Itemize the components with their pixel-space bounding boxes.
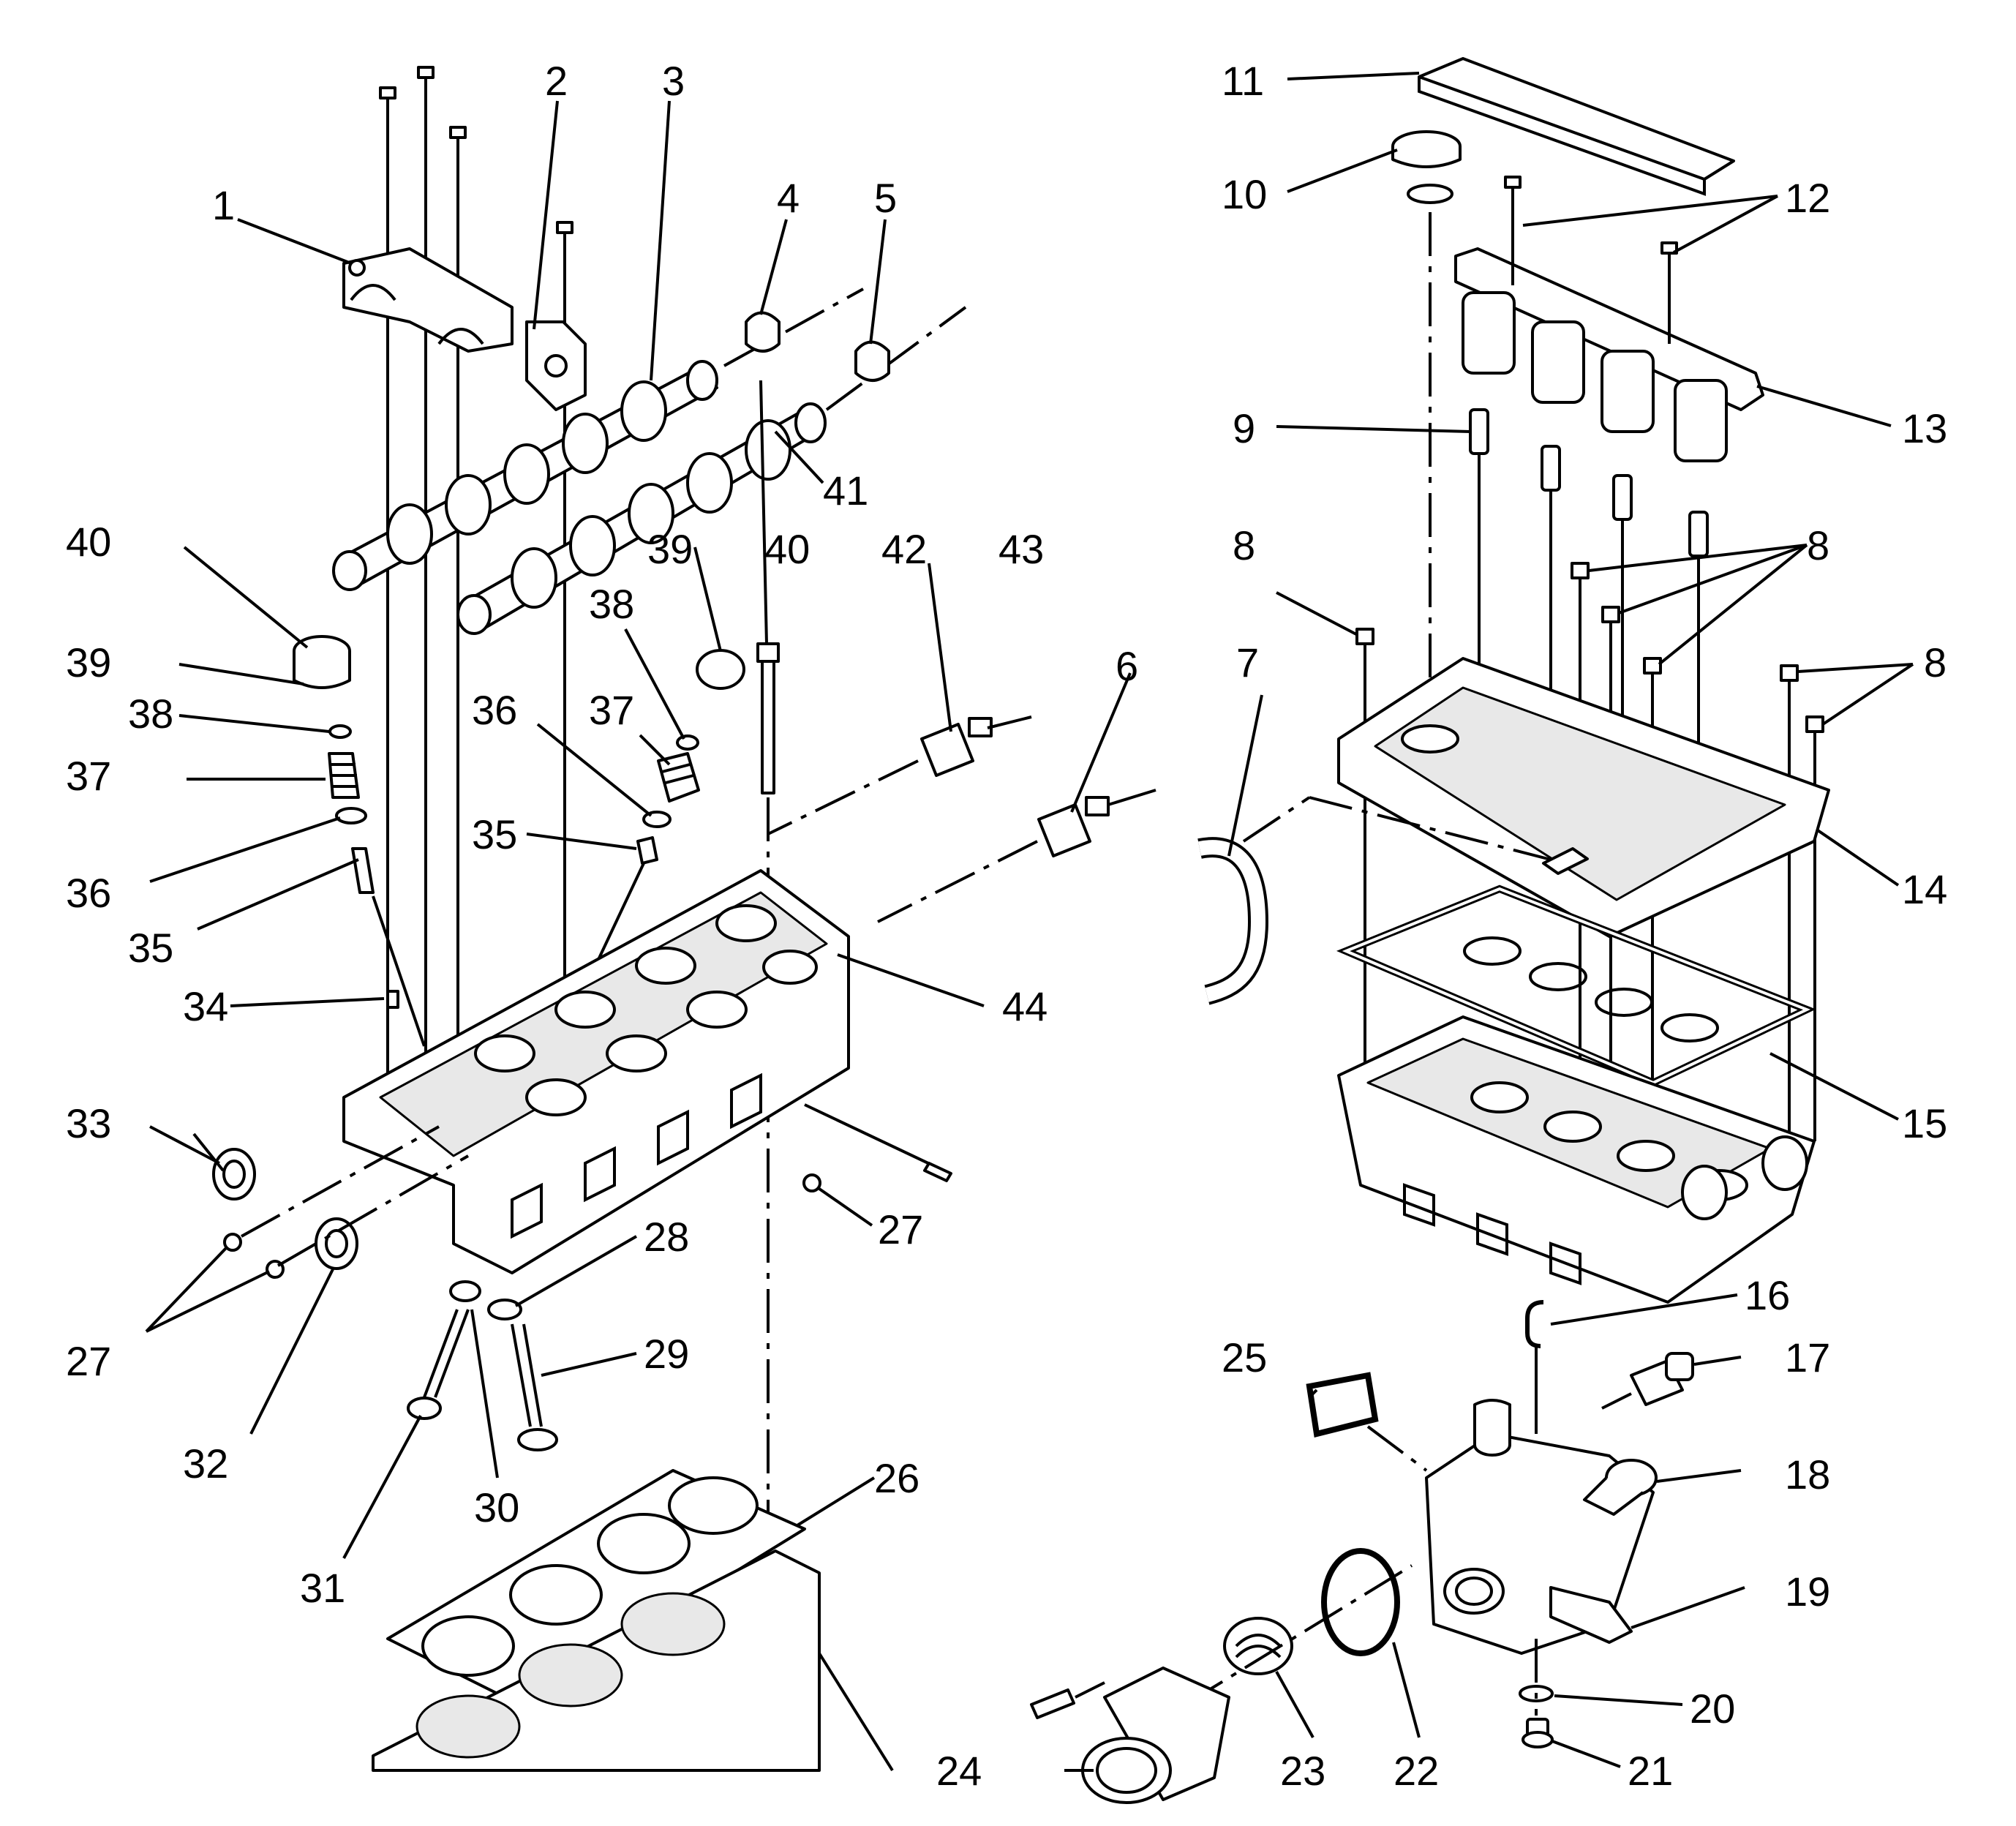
thermostat <box>1184 1564 1413 1706</box>
callout-41: 41 <box>823 467 868 514</box>
intake-camshaft <box>332 288 864 591</box>
coolant-temperature-sensor <box>1601 1352 1694 1410</box>
callout-36-left: 36 <box>66 870 111 916</box>
thermostat-seal <box>1321 1548 1400 1656</box>
callout-8-center: 8 <box>1807 522 1829 568</box>
camshaft-seals <box>212 1125 469 1270</box>
cylinder-head-gasket <box>386 1469 806 1706</box>
engine-block <box>372 1549 894 1772</box>
callout-9: 9 <box>1233 405 1255 451</box>
callout-38-left: 38 <box>128 691 173 737</box>
callout-15: 15 <box>1902 1100 1947 1146</box>
callout-6: 6 <box>1116 643 1138 689</box>
callout-30: 30 <box>474 1484 519 1530</box>
callout-39-left: 39 <box>66 639 111 685</box>
callout-8-left: 8 <box>1233 522 1255 568</box>
callout-42: 42 <box>881 526 927 572</box>
callout-10: 10 <box>1222 171 1267 217</box>
callout-12: 12 <box>1785 175 1830 221</box>
callout-40-right: 40 <box>764 526 810 572</box>
callout-39-right: 39 <box>647 526 693 572</box>
callout-4: 4 <box>777 175 800 221</box>
coolant-pipe-bracket <box>1549 1586 1633 1644</box>
callout-2: 2 <box>545 58 568 104</box>
callout-3: 3 <box>662 58 685 104</box>
callout-37-right: 37 <box>589 687 634 733</box>
callout-20: 20 <box>1690 1686 1735 1732</box>
callout-33: 33 <box>66 1100 111 1146</box>
camshaft-position-sensor-upper <box>767 715 1032 835</box>
callout-26: 26 <box>874 1455 919 1501</box>
camshaft-cover-gasket <box>1336 884 1816 1087</box>
callout-19: 19 <box>1785 1568 1830 1615</box>
ignition-coil <box>1454 176 1764 462</box>
callout-40-left: 40 <box>66 519 111 565</box>
callout-32: 32 <box>183 1440 228 1487</box>
callout-25: 25 <box>1222 1334 1267 1380</box>
callout-35-right: 35 <box>472 811 517 857</box>
callout-35-left: 35 <box>128 925 173 971</box>
drain-plug <box>1519 1639 1554 1748</box>
callout-27-right: 27 <box>878 1206 923 1252</box>
callout-11: 11 <box>1222 58 1264 104</box>
exhaust-camshaft <box>456 306 967 635</box>
callout-18: 18 <box>1785 1451 1830 1498</box>
camshaft-bearing-cap-front <box>525 320 587 411</box>
camshaft-clip-intake <box>745 311 781 353</box>
callout-23: 23 <box>1280 1748 1325 1794</box>
callout-37-left: 37 <box>66 753 111 799</box>
callout-22: 22 <box>1393 1748 1439 1794</box>
camshaft-cover <box>1337 657 1830 938</box>
housing-gasket <box>1306 1372 1428 1472</box>
callout-17: 17 <box>1785 1334 1830 1380</box>
oil-fill-cap <box>1391 130 1462 746</box>
callout-5: 5 <box>874 175 897 221</box>
callout-labels: 1 2 3 4 5 41 40 39 38 37 36 35 34 33 27 … <box>66 58 1947 1794</box>
camshaft-bearing-cap-rear <box>342 247 514 353</box>
retaining-clip <box>1525 1300 1544 1434</box>
callout-31: 31 <box>300 1565 345 1611</box>
callout-29: 29 <box>644 1331 689 1377</box>
callout-43: 43 <box>998 526 1044 572</box>
callout-8-right: 8 <box>1924 639 1947 685</box>
callout-27-left: 27 <box>66 1338 111 1384</box>
cylinder-head-right-view <box>1337 1015 1816 1304</box>
leader-lines <box>145 72 1914 1772</box>
valve-train-stack-left <box>293 635 426 1047</box>
callout-44: 44 <box>1002 983 1048 1029</box>
valves <box>407 1280 558 1451</box>
camshaft-clip-exhaust <box>854 340 890 382</box>
pcv-hose <box>1197 796 1552 1005</box>
callout-38-right: 38 <box>589 581 634 627</box>
callout-14: 14 <box>1902 866 1947 912</box>
callout-13: 13 <box>1902 405 1947 451</box>
callout-24: 24 <box>936 1748 982 1794</box>
callout-21: 21 <box>1628 1748 1673 1794</box>
callout-7: 7 <box>1236 639 1259 685</box>
callout-28: 28 <box>644 1214 689 1260</box>
callout-16: 16 <box>1745 1272 1790 1318</box>
camshaft-position-sensor-lower <box>877 789 1156 923</box>
callout-34: 34 <box>183 983 228 1029</box>
callout-36-right: 36 <box>472 687 517 733</box>
thermostat-housing <box>1425 1399 1658 1655</box>
cylinder-head <box>342 869 952 1274</box>
water-outlet <box>1030 1667 1230 1804</box>
engine-cover <box>1418 57 1735 196</box>
callout-1: 1 <box>212 182 235 228</box>
